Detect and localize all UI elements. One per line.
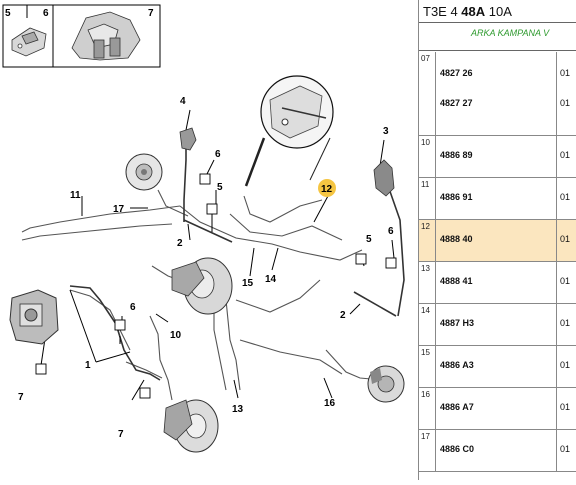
reference-cell: 4888 40 [437,220,557,261]
callout-5b: 5 [366,234,372,245]
section-title: ARKA KAMPANA V [471,28,550,38]
item-number: 17 [419,430,436,471]
callout-2b: 2 [340,310,346,321]
part-quantity: 01 [560,318,571,328]
callout-14: 14 [265,274,277,285]
part-row[interactable]: 17 4886 C0 01 [419,430,576,472]
item-number: 10 [419,136,436,177]
part-row[interactable]: 13 4888 41 01 [419,262,576,304]
diagram-code: T3E 4 48A 10A [423,4,512,19]
part-quantity: 01 [560,402,571,412]
part-reference[interactable]: 4886 A7 [440,402,474,412]
callout-11: 11 [70,190,81,201]
callout-5: 5 [217,182,223,193]
part-reference[interactable]: 4827 27 [440,98,473,108]
callout-12: 12 [321,184,333,195]
callout-highlight [318,179,336,197]
brake-disc-rear [163,399,219,453]
zoom-detail-circle [244,75,334,187]
callout-2: 2 [177,238,183,249]
item-number: 16 [419,388,436,429]
callout-3: 3 [383,126,389,137]
part-row[interactable]: 16 4886 A7 01 [419,388,576,430]
inset-label: 7 [148,8,154,19]
bracket-part-icon [71,11,141,61]
reference-cell: 4887 H3 [437,304,557,345]
diagram-svg: 5 6 7 [2,4,405,453]
handbrake-cables [69,144,405,381]
reference-cell: 4886 A7 [437,388,557,429]
part-row[interactable]: 12 4888 40 01 [419,220,576,262]
callout-10: 10 [170,330,182,341]
callout-7: 7 [18,392,24,403]
part-reference[interactable]: 4887 H3 [440,318,475,328]
brake-disc-center [171,257,233,315]
part-quantity: 01 [560,192,571,202]
brake-parts-diagram: 5 6 7 [2,4,405,453]
part-quantity: 01 [560,444,571,454]
brake-drum-front [125,153,163,191]
brake-drum-rear [367,365,405,403]
part-reference[interactable]: 4888 41 [440,276,473,286]
leader-lines [39,109,395,401]
part-quantity: 01 [560,276,571,286]
callout-4: 4 [180,96,186,107]
part-row[interactable]: 07 4827 26 4827 27 01 01 [419,52,576,136]
clip-part-icon [11,27,47,57]
callout-16: 16 [324,398,336,409]
reference-cell: 4886 91 [437,178,557,219]
reference-cell: 4886 C0 [437,430,557,471]
callout-7b: 7 [118,429,124,440]
item-number: 11 [419,178,436,219]
item-number: 07 [419,52,436,135]
inset-label: 5 [5,8,11,19]
bracket-3-icon [373,159,395,197]
part-reference[interactable]: 4888 40 [440,234,473,244]
brake-caliper-left [9,289,59,345]
reference-cell: 4827 26 4827 27 [437,52,557,135]
reference-cell: 4886 89 [437,136,557,177]
part-reference[interactable]: 4886 A3 [440,360,474,370]
item-number: 14 [419,304,436,345]
reference-cell: 4886 A3 [437,346,557,387]
item-number: 15 [419,346,436,387]
callout-15: 15 [242,278,254,289]
part-reference[interactable]: 4886 91 [440,192,473,202]
callout-17: 17 [113,204,125,215]
marker-squares [35,173,397,399]
callout-1: 1 [85,360,91,371]
callout-6b: 6 [130,302,136,313]
part-row[interactable]: 14 4887 H3 01 [419,304,576,346]
callout-6: 6 [215,149,221,160]
part-reference[interactable]: 4886 C0 [440,444,475,454]
part-row[interactable]: 11 4886 91 01 [419,178,576,220]
part-quantity: 01 [560,98,571,108]
bracket-4-icon [179,127,197,151]
part-reference[interactable]: 4886 89 [440,150,473,160]
part-row[interactable]: 15 4886 A3 01 [419,346,576,388]
item-number: 13 [419,262,436,303]
part-quantity: 01 [560,234,571,244]
callout-13: 13 [232,404,244,415]
panel-divider [418,0,419,480]
callout-6c: 6 [388,226,394,237]
part-quantity: 01 [560,150,571,160]
item-number: 12 [419,220,436,261]
reference-cell: 4888 41 [437,262,557,303]
part-reference[interactable]: 4827 26 [440,68,473,78]
part-row[interactable]: 10 4886 89 01 [419,136,576,178]
inset-label: 6 [43,8,49,19]
part-quantity: 01 [560,68,571,78]
part-quantity: 01 [560,360,571,370]
